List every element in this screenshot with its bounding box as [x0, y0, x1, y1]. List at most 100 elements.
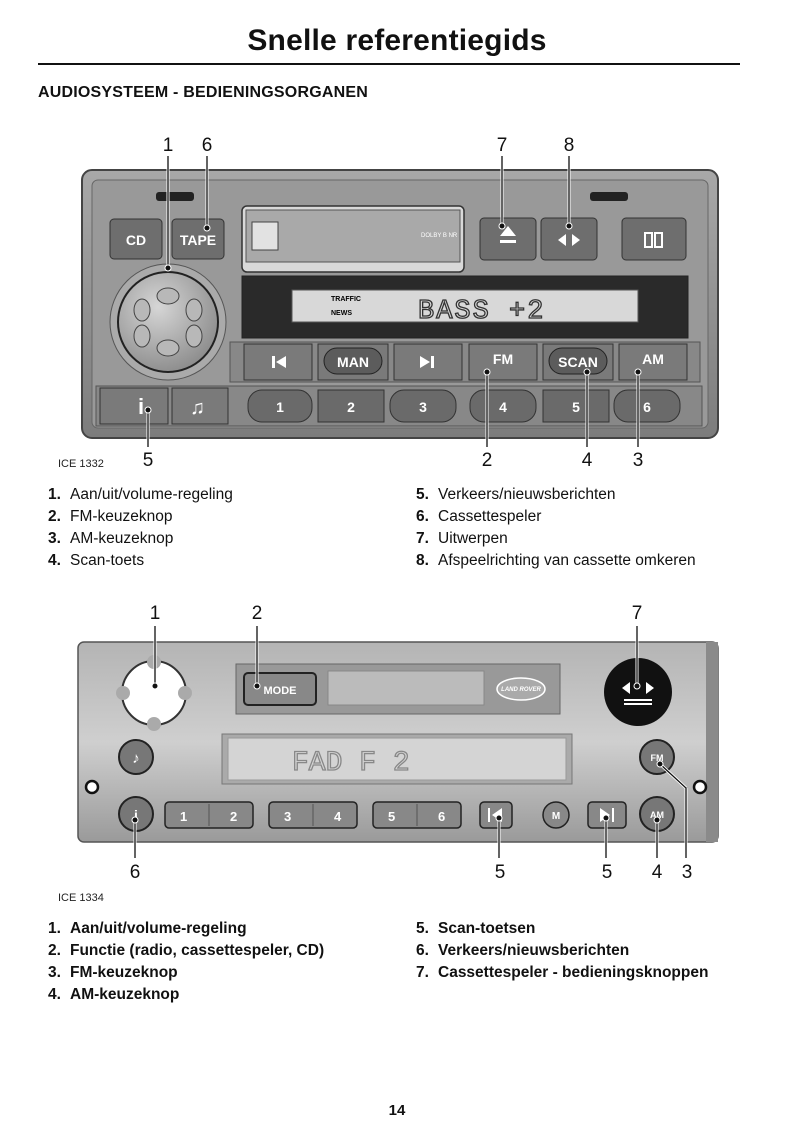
seek-back-icon	[272, 356, 286, 368]
direction-icon	[558, 234, 580, 246]
svg-text:3: 3	[419, 399, 427, 415]
m-button-label: M	[552, 811, 560, 822]
callout-2-4: 4	[652, 862, 663, 883]
figure-2-ref: ICE 1334	[58, 892, 104, 904]
preset-2	[317, 389, 385, 423]
legend-item: 8.Afspeelrichting van cassette omkeren	[416, 552, 696, 569]
music-button	[171, 387, 229, 425]
callout-2-3: 3	[682, 862, 693, 883]
page-title: Snelle referentiegids	[247, 24, 547, 57]
svg-text:3: 3	[284, 809, 291, 824]
svg-text:4: 4	[334, 809, 342, 824]
fm-button	[468, 343, 538, 381]
display-window	[291, 289, 639, 323]
legend-item: 1.Aan/uit/volume-regeling	[48, 486, 233, 503]
m-button	[542, 801, 570, 829]
am-button-2-label: AM	[650, 810, 664, 820]
svg-text:5: 5	[572, 399, 580, 415]
callout-3: 3	[633, 450, 644, 471]
legend-item: 4.Scan-toets	[48, 552, 145, 569]
fm-button-label: FM	[493, 351, 513, 367]
info-icon: i	[138, 394, 144, 419]
callout-2-1: 1	[150, 603, 161, 624]
svg-text:5: 5	[388, 809, 395, 824]
tape-button	[171, 218, 225, 260]
legend-item: 6.Verkeers/nieuwsberichten	[416, 942, 630, 959]
figure-1-legend-left: 1.Aan/uit/volume-regeling 2.FM-keuzeknop…	[48, 484, 233, 572]
cassette-control-button	[604, 658, 672, 726]
mode-button-label: MODE	[264, 685, 297, 697]
mode-button	[243, 672, 317, 706]
legend-item: 7.Cassettespeler - bedieningsknoppen	[416, 964, 709, 981]
fm-button-2-label: FM	[651, 753, 664, 763]
legend-item: 2.FM-keuzeknop	[48, 508, 173, 525]
land-rover-logo	[496, 677, 546, 701]
legend-item: 2.Functie (radio, cassettespeler, CD)	[48, 942, 325, 959]
info-button	[99, 387, 169, 425]
callout-8: 8	[564, 135, 575, 156]
callout-2-2: 2	[252, 603, 263, 624]
display-text-2: FAD F 2	[292, 748, 410, 779]
preset-5	[542, 389, 610, 423]
seek-forward-icon	[420, 356, 434, 368]
svg-text:6: 6	[438, 809, 445, 824]
man-button-label: MAN	[337, 354, 369, 370]
display-text: BASS +2	[418, 297, 545, 327]
callout-2-6: 6	[130, 862, 141, 883]
preset-3	[389, 389, 457, 423]
callout-2-5a: 5	[495, 862, 506, 883]
callout-7: 7	[497, 135, 508, 156]
preset-1	[247, 389, 313, 423]
display-window-2	[227, 737, 567, 781]
figure-2-radio: MODE LAND ROVER FAD F 2 ♪ FM i AM 1 2 3 …	[58, 603, 719, 904]
news-indicator: NEWS	[331, 310, 352, 317]
legend-item: 6.Cassettespeler	[416, 508, 542, 525]
man-button	[323, 347, 383, 375]
svg-text:2: 2	[230, 809, 237, 824]
cd-button	[109, 218, 163, 260]
scan-button-label: SCAN	[558, 354, 598, 370]
figure-2-legend-left: 1.Aan/uit/volume-regeling 2.Functie (rad…	[48, 918, 324, 1006]
legend-item: 4.AM-keuzeknop	[48, 986, 180, 1003]
preset-6	[613, 389, 681, 423]
scan-button	[548, 347, 608, 375]
section-heading: AUDIOSYSTEEM - BEDIENINGSORGANEN	[38, 84, 368, 101]
am-button-label: AM	[642, 351, 664, 367]
callout-2-5b: 5	[602, 862, 613, 883]
info-icon: i	[134, 807, 138, 823]
legend-item: 3.FM-keuzeknop	[48, 964, 178, 981]
svg-text:4: 4	[499, 399, 507, 415]
fm-button-2	[639, 739, 675, 775]
music-note-icon: ♪	[132, 750, 140, 767]
figure-1-legend-right: 5.Verkeers/nieuwsberichten 6.Cassettespe…	[416, 484, 696, 572]
callout-6: 6	[202, 135, 213, 156]
svg-text:1: 1	[180, 809, 187, 824]
dolby-icon	[644, 232, 663, 248]
figure-1-ref: ICE 1332	[58, 458, 104, 470]
svg-text:1: 1	[276, 399, 284, 415]
music-note-icon: ♫	[190, 397, 205, 419]
callout-2: 2	[482, 450, 493, 471]
callout-5: 5	[143, 450, 154, 471]
land-rover-logo-text: LAND ROVER	[501, 687, 541, 693]
callout-4: 4	[582, 450, 593, 471]
title-divider	[38, 63, 740, 65]
eject-button	[479, 217, 537, 261]
eject-icon	[500, 226, 516, 243]
legend-item: 7.Uitwerpen	[416, 530, 508, 547]
svg-text:2: 2	[347, 399, 355, 415]
am-button	[618, 343, 688, 381]
cassette-control-icon	[622, 682, 654, 705]
svg-text:6: 6	[643, 399, 651, 415]
legend-item: 1.Aan/uit/volume-regeling	[48, 920, 247, 937]
page-number: 14	[388, 1102, 406, 1119]
tape-button-label: TAPE	[180, 232, 216, 248]
legend-item: 5.Verkeers/nieuwsberichten	[416, 486, 616, 503]
callout-1: 1	[163, 135, 174, 156]
cd-button-label: CD	[126, 232, 146, 248]
figure-2-legend-right: 5.Scan-toetsen 6.Verkeers/nieuwsberichte…	[416, 918, 708, 984]
figure-1-radio-cassette: CD TAPE DOLBY B NR TRAFFIC NEWS BASS +2 …	[58, 135, 719, 471]
music-button-2	[118, 739, 154, 775]
callout-2-7: 7	[632, 603, 643, 624]
traffic-indicator: TRAFFIC	[331, 296, 361, 303]
